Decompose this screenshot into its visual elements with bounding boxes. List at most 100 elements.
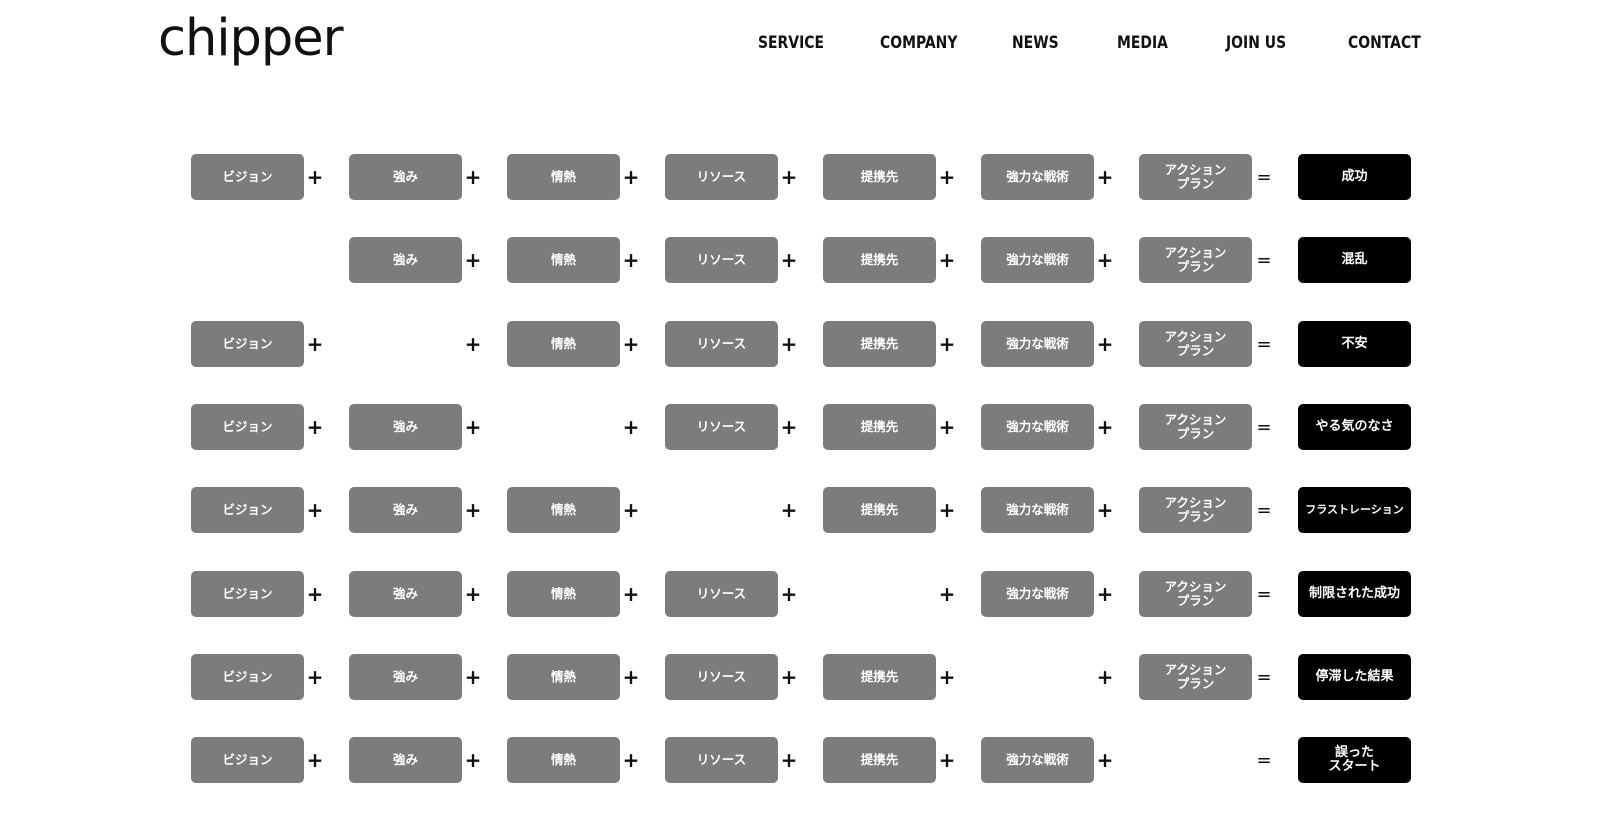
element-action: アクション プラン <box>1139 571 1252 617</box>
element-strength: 強み <box>349 404 462 450</box>
element-vision: ビジョン <box>191 737 304 783</box>
formula-row: ビジョン強み情熱リソース提携先強力な戦術++++++=誤った スタート <box>0 737 1600 783</box>
element-strategy: 強力な戦術 <box>981 571 1094 617</box>
element-passion: 情熱 <box>507 737 620 783</box>
formula-row: ビジョン情熱リソース提携先強力な戦術アクション プラン++++++=不安 <box>0 321 1600 367</box>
plus-sign: + <box>1096 665 1114 689</box>
plus-sign: + <box>306 665 324 689</box>
element-strategy: 強力な戦術 <box>981 737 1094 783</box>
plus-sign: + <box>306 332 324 356</box>
plus-sign: + <box>622 415 640 439</box>
plus-sign: + <box>306 582 324 606</box>
element-strategy: 強力な戦術 <box>981 487 1094 533</box>
plus-sign: + <box>780 415 798 439</box>
plus-sign: + <box>780 665 798 689</box>
formula-row: ビジョン強みリソース提携先強力な戦術アクション プラン++++++=やる気のなさ <box>0 404 1600 450</box>
element-resource: リソース <box>665 154 778 200</box>
element-vision: ビジョン <box>191 404 304 450</box>
element-passion: 情熱 <box>507 237 620 283</box>
element-strength: 強み <box>349 737 462 783</box>
plus-sign: + <box>306 415 324 439</box>
nav-item-media[interactable]: MEDIA <box>1117 33 1168 53</box>
element-vision: ビジョン <box>191 654 304 700</box>
element-resource: リソース <box>665 404 778 450</box>
element-strength: 強み <box>349 154 462 200</box>
plus-sign: + <box>622 582 640 606</box>
nav-item-news[interactable]: NEWS <box>1012 33 1059 53</box>
formula-row: ビジョン強み情熱提携先強力な戦術アクション プラン++++++=フラストレーショ… <box>0 487 1600 533</box>
equals-sign: = <box>1256 666 1272 688</box>
plus-sign: + <box>622 165 640 189</box>
element-action: アクション プラン <box>1139 321 1252 367</box>
plus-sign: + <box>938 165 956 189</box>
plus-sign: + <box>938 582 956 606</box>
plus-sign: + <box>464 582 482 606</box>
plus-sign: + <box>464 248 482 272</box>
site-header: chipper SERVICE COMPANY NEWS MEDIA JOIN US CO… <box>0 0 1600 100</box>
nav-item-company[interactable]: COMPANY <box>880 33 958 53</box>
equals-sign: = <box>1256 499 1272 521</box>
element-partner: 提携先 <box>823 237 936 283</box>
plus-sign: + <box>622 748 640 772</box>
element-strategy: 強力な戦術 <box>981 321 1094 367</box>
plus-sign: + <box>464 665 482 689</box>
nav-item-service[interactable]: SERVICE <box>758 33 825 53</box>
formula-row: ビジョン強み情熱リソース提携先強力な戦術アクション プラン++++++=成功 <box>0 154 1600 200</box>
element-action: アクション プラン <box>1139 154 1252 200</box>
plus-sign: + <box>306 748 324 772</box>
element-resource: リソース <box>665 321 778 367</box>
element-passion: 情熱 <box>507 571 620 617</box>
element-action: アクション プラン <box>1139 237 1252 283</box>
formula-row: 強み情熱リソース提携先強力な戦術アクション プラン+++++=混乱 <box>0 237 1600 283</box>
plus-sign: + <box>306 165 324 189</box>
result-box: 制限された成功 <box>1298 571 1411 617</box>
element-passion: 情熱 <box>507 321 620 367</box>
plus-sign: + <box>1096 582 1114 606</box>
result-box: 成功 <box>1298 154 1411 200</box>
plus-sign: + <box>622 332 640 356</box>
element-vision: ビジョン <box>191 154 304 200</box>
element-passion: 情熱 <box>507 487 620 533</box>
plus-sign: + <box>938 665 956 689</box>
result-box: 混乱 <box>1298 237 1411 283</box>
plus-sign: + <box>464 165 482 189</box>
plus-sign: + <box>622 665 640 689</box>
element-action: アクション プラン <box>1139 654 1252 700</box>
element-vision: ビジョン <box>191 321 304 367</box>
plus-sign: + <box>938 332 956 356</box>
plus-sign: + <box>622 248 640 272</box>
result-box: 停滞した結果 <box>1298 654 1411 700</box>
equals-sign: = <box>1256 416 1272 438</box>
element-partner: 提携先 <box>823 321 936 367</box>
plus-sign: + <box>1096 332 1114 356</box>
plus-sign: + <box>938 498 956 522</box>
element-resource: リソース <box>665 237 778 283</box>
plus-sign: + <box>1096 165 1114 189</box>
plus-sign: + <box>938 248 956 272</box>
nav-item-join-us[interactable]: JOIN US <box>1226 33 1287 53</box>
equals-sign: = <box>1256 333 1272 355</box>
plus-sign: + <box>780 248 798 272</box>
formula-row: ビジョン強み情熱リソース提携先アクション プラン++++++=停滞した結果 <box>0 654 1600 700</box>
plus-sign: + <box>1096 248 1114 272</box>
formula-row: ビジョン強み情熱リソース強力な戦術アクション プラン++++++=制限された成功 <box>0 571 1600 617</box>
nav-item-contact[interactable]: CONTACT <box>1348 33 1421 53</box>
element-action: アクション プラン <box>1139 404 1252 450</box>
element-resource: リソース <box>665 571 778 617</box>
element-partner: 提携先 <box>823 737 936 783</box>
plus-sign: + <box>938 415 956 439</box>
plus-sign: + <box>306 498 324 522</box>
element-strength: 強み <box>349 487 462 533</box>
element-strength: 強み <box>349 237 462 283</box>
plus-sign: + <box>622 498 640 522</box>
element-strength: 強み <box>349 654 462 700</box>
element-partner: 提携先 <box>823 154 936 200</box>
plus-sign: + <box>1096 415 1114 439</box>
result-box: やる気のなさ <box>1298 404 1411 450</box>
logo[interactable]: chipper <box>158 9 344 68</box>
plus-sign: + <box>464 415 482 439</box>
element-vision: ビジョン <box>191 571 304 617</box>
plus-sign: + <box>938 748 956 772</box>
result-box: 不安 <box>1298 321 1411 367</box>
element-action: アクション プラン <box>1139 487 1252 533</box>
